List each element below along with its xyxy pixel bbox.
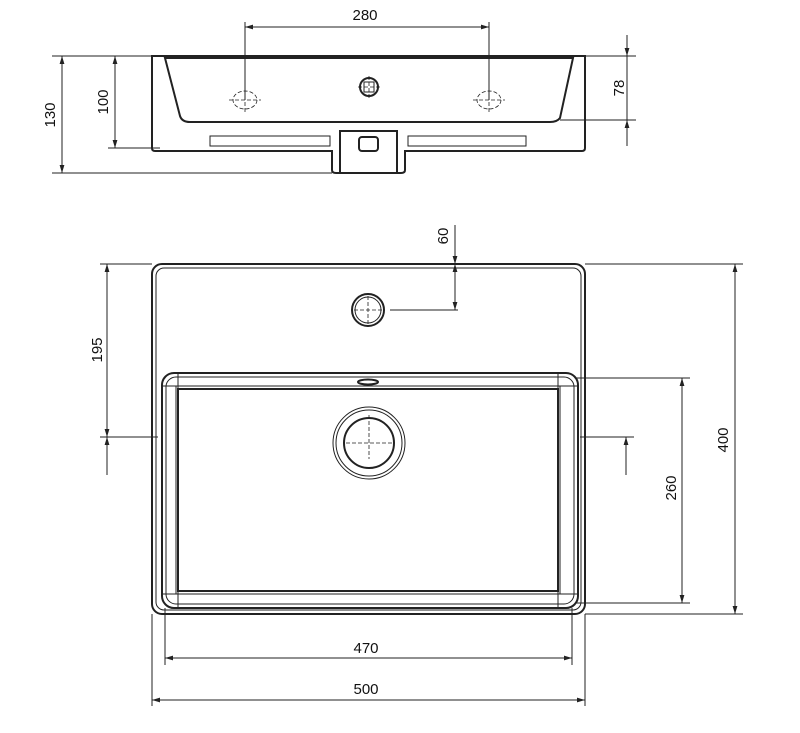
sink-outline	[151, 263, 586, 615]
dim-total-depth: 400	[715, 427, 732, 452]
dim-basin-height: 100	[95, 89, 112, 114]
basin-rim	[161, 372, 579, 609]
section-dimensions: 280 130 100 78	[42, 7, 636, 174]
dim-total-height: 130	[42, 102, 59, 127]
dim-basin-depth: 260	[663, 475, 680, 500]
underside-recess-right	[407, 135, 527, 147]
basin-bowl	[177, 388, 559, 592]
drain-outlet	[358, 136, 379, 152]
dim-basin-width: 470	[353, 640, 378, 657]
dim-drain-offset: 195	[89, 337, 106, 362]
overflow-slot	[357, 378, 379, 386]
dim-tap-spacing: 280	[352, 7, 377, 24]
faucet-hole	[351, 293, 385, 327]
drain-housing	[339, 130, 398, 174]
plan-view	[151, 263, 586, 615]
underside-recess-left	[209, 135, 331, 147]
basin-cavity	[163, 57, 575, 123]
overflow-hole	[359, 77, 379, 97]
section-body	[151, 55, 586, 174]
drain	[332, 406, 406, 480]
dim-total-width: 500	[353, 681, 378, 698]
plan-dimensions: 60 195 260 400 470 500	[89, 225, 743, 706]
dim-faucet-offset: 60	[435, 228, 452, 245]
dim-deck-depth: 78	[611, 80, 628, 97]
section-view	[151, 55, 586, 174]
